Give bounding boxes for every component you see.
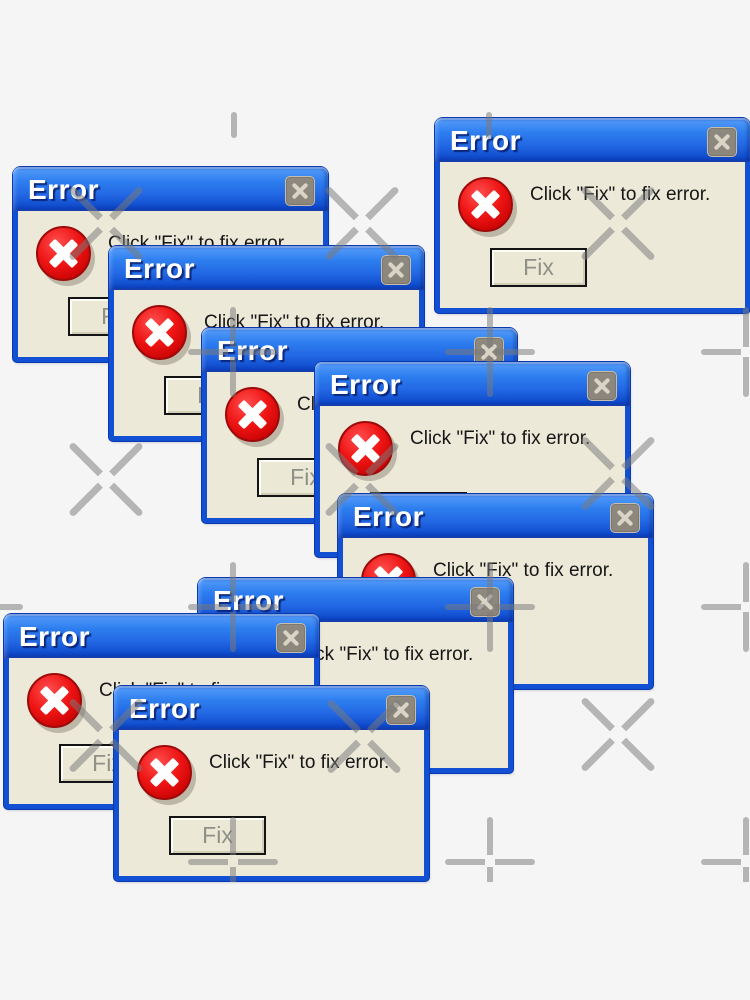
error-icon (225, 387, 280, 442)
close-icon (471, 588, 499, 616)
error-dialog: Error Click "Fix" to fix error. Fix (435, 118, 750, 313)
x-glyph-icon (340, 423, 391, 474)
dialog-titlebar[interactable]: Error (109, 246, 424, 290)
x-glyph-icon (29, 675, 80, 726)
watermark-tick (231, 112, 237, 138)
dialog-titlebar[interactable]: Error (114, 686, 429, 730)
error-icon (458, 177, 513, 232)
close-button[interactable] (381, 255, 411, 285)
close-button[interactable] (610, 503, 640, 533)
close-icon (611, 504, 639, 532)
error-icon (36, 226, 91, 281)
watermark-x-mark (581, 698, 655, 772)
fix-button[interactable]: Fix (169, 816, 266, 855)
close-button[interactable] (470, 587, 500, 617)
dialog-titlebar[interactable]: Error (315, 362, 630, 406)
dialog-title: Error (217, 335, 288, 366)
error-icon (338, 421, 393, 476)
dialog-message: Click "Fix" to fix error. (530, 184, 711, 205)
watermark-crosshair (445, 817, 535, 907)
dialog-title: Error (28, 174, 99, 205)
dialog-body: Click "Fix" to fix error. Fix (119, 730, 424, 876)
close-button[interactable] (587, 371, 617, 401)
error-dialog: Error Click "Fix" to fix error. Fix (114, 686, 429, 881)
close-icon (588, 372, 616, 400)
dialog-message: Click "Fix" to fix error. (293, 644, 474, 665)
close-icon (277, 624, 305, 652)
x-glyph-icon (227, 389, 278, 440)
close-button[interactable] (285, 176, 315, 206)
dialog-titlebar[interactable]: Error (13, 167, 328, 211)
dialog-title: Error (330, 369, 401, 400)
x-glyph-icon (460, 179, 511, 230)
dialog-titlebar[interactable]: Error (338, 494, 653, 538)
dialog-title: Error (129, 693, 200, 724)
dialog-message: Click "Fix" to fix error. (209, 752, 390, 773)
watermark-crosshair (701, 817, 750, 907)
x-glyph-icon (134, 307, 185, 358)
fix-button[interactable]: Fix (490, 248, 587, 287)
watermark-crosshair (701, 307, 750, 397)
error-icon (27, 673, 82, 728)
dialog-title: Error (213, 585, 284, 616)
x-glyph-icon (38, 228, 89, 279)
close-icon (382, 256, 410, 284)
close-button[interactable] (707, 127, 737, 157)
dialog-titlebar[interactable]: Error (435, 118, 750, 162)
dialog-titlebar[interactable]: Error (4, 614, 319, 658)
close-icon (387, 696, 415, 724)
close-button[interactable] (386, 695, 416, 725)
close-icon (286, 177, 314, 205)
error-icon (137, 745, 192, 800)
close-icon (708, 128, 736, 156)
watermark-crosshair (701, 562, 750, 652)
dialog-title: Error (450, 125, 521, 156)
error-icon (132, 305, 187, 360)
watermark-x-mark (69, 443, 143, 517)
dialog-body: Click "Fix" to fix error. Fix (440, 162, 745, 308)
x-glyph-icon (139, 747, 190, 798)
dialog-title: Error (19, 621, 90, 652)
dialog-title: Error (124, 253, 195, 284)
dialog-title: Error (353, 501, 424, 532)
close-button[interactable] (276, 623, 306, 653)
dialog-message: Click "Fix" to fix error. (410, 428, 591, 449)
dialog-message: Click "Fix" to fix error. (204, 312, 385, 333)
dialog-message: Click "Fix" to fix error. (433, 560, 614, 581)
